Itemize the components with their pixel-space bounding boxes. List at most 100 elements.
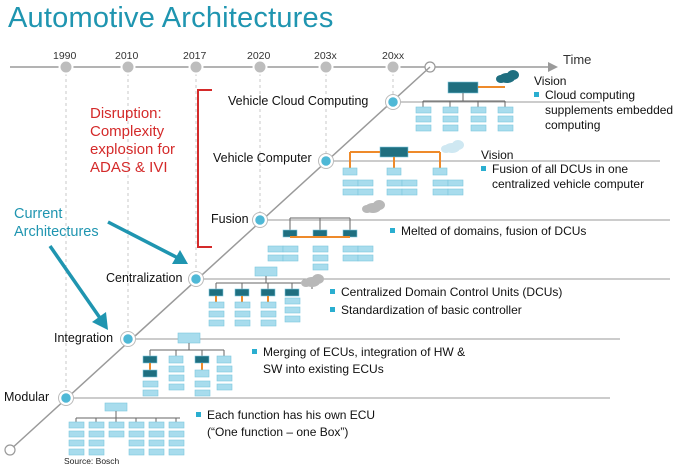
- ecu-box: [260, 288, 276, 297]
- disruption-note: Disruption: Complexity explosion for ADA…: [90, 105, 176, 176]
- ecu-box: [234, 301, 251, 309]
- ecu-box: [208, 310, 225, 318]
- ecu-box: [415, 115, 432, 123]
- ecu-box: [142, 369, 158, 378]
- ecu-box: [267, 254, 284, 262]
- ecu-box: [194, 355, 210, 364]
- ecu-box: [379, 146, 409, 158]
- ecu-box: [260, 310, 277, 318]
- ecu-box: [470, 115, 487, 123]
- ecu-box: [260, 319, 277, 327]
- ecu-box: [254, 266, 278, 277]
- ecu-box: [234, 288, 250, 297]
- ecu-box: [216, 374, 233, 382]
- ecu-box: [415, 124, 432, 132]
- time-axis-label: Time: [563, 52, 592, 67]
- ecu-box: [357, 188, 374, 196]
- ecu-box: [342, 254, 359, 262]
- ecu-box: [447, 179, 464, 187]
- ecu-box: [208, 319, 225, 327]
- ecu-box: [128, 439, 145, 447]
- year-label-20xx: 20xx: [382, 50, 405, 62]
- ecu-box: [284, 297, 301, 305]
- ecu-box: [470, 106, 487, 114]
- ecu-box: [168, 448, 185, 456]
- desc-vehicle-computer: Vision Fusion of all DCUs in one central…: [481, 148, 645, 191]
- level-fusion: Fusion: [211, 212, 249, 226]
- current-architecture-arrows: [48, 220, 188, 330]
- ecu-box: [234, 319, 251, 327]
- ecu-box: [432, 167, 448, 176]
- cloud-icon: [452, 140, 464, 150]
- ecu-box: [357, 245, 374, 253]
- ecu-box: [342, 229, 358, 238]
- year-label-1990: 1990: [53, 50, 77, 62]
- ecu-box: [168, 430, 185, 438]
- ecu-box: [357, 179, 374, 187]
- ecu-box: [447, 81, 479, 94]
- desc-cloud: Vision Cloud computing supplements embed…: [534, 74, 674, 132]
- ecu-box: [386, 179, 403, 187]
- ecu-box: [168, 421, 185, 429]
- level-vehicle-cloud-computing: Vehicle Cloud Computing: [228, 94, 369, 108]
- ecu-box: [282, 229, 298, 238]
- ecu-box: [168, 365, 185, 373]
- ecu-box: [282, 245, 299, 253]
- level-modular: Modular: [4, 390, 50, 404]
- ecu-box: [415, 106, 432, 114]
- timeline-nodes: [58, 59, 436, 75]
- ecu-box: [68, 430, 85, 438]
- ecu-box: [68, 421, 85, 429]
- ecu-box: [128, 430, 145, 438]
- cloud-icon: [507, 70, 519, 80]
- ecu-box: [194, 389, 211, 397]
- ecu-box: [88, 448, 105, 456]
- evolution-diagonal: [9, 66, 431, 451]
- cloud-icon: [496, 75, 506, 83]
- ecu-box: [104, 402, 128, 412]
- ecu-box: [194, 369, 210, 378]
- ecu-box: [357, 254, 374, 262]
- desc-modular: Each function has his own ECU (“One func…: [196, 408, 375, 440]
- ecu-box: [401, 188, 418, 196]
- ecu-box: [284, 288, 300, 297]
- current-architectures-label: Current Architectures: [14, 206, 99, 240]
- ecu-box: [284, 306, 301, 314]
- cloud-icon: [373, 200, 385, 210]
- ecu-box: [470, 124, 487, 132]
- ecu-box: [168, 355, 184, 364]
- level-centralization: Centralization: [106, 271, 183, 285]
- ecu-box: [342, 179, 359, 187]
- disruption-bracket: [197, 89, 212, 248]
- ecu-box: [168, 439, 185, 447]
- ecu-box: [342, 167, 358, 176]
- ecu-box: [216, 383, 233, 391]
- ecu-box: [447, 188, 464, 196]
- ecu-box: [88, 439, 105, 447]
- ecu-box: [401, 179, 418, 187]
- level-nodes: [58, 94, 401, 406]
- ecu-box: [148, 430, 165, 438]
- year-guides: [65, 67, 394, 397]
- architecture-diagrams: [68, 70, 519, 456]
- ecu-box: [216, 355, 232, 364]
- level-integration: Integration: [54, 331, 114, 345]
- ecu-box: [432, 179, 449, 187]
- ecu-box: [208, 288, 224, 297]
- ecu-box: [312, 254, 329, 262]
- ecu-box: [142, 380, 159, 388]
- year-label-2010: 2010: [115, 50, 139, 62]
- ecu-box: [216, 365, 233, 373]
- ecu-box: [497, 124, 514, 132]
- ecu-box: [68, 439, 85, 447]
- ecu-box: [148, 448, 165, 456]
- ecu-box: [168, 383, 185, 391]
- ecu-box: [497, 106, 514, 114]
- ecu-box: [312, 263, 329, 271]
- ecu-box: [128, 448, 145, 456]
- cloud-icon: [362, 205, 372, 213]
- ecu-box: [260, 301, 277, 309]
- ecu-box: [386, 167, 402, 176]
- ecu-box: [342, 188, 359, 196]
